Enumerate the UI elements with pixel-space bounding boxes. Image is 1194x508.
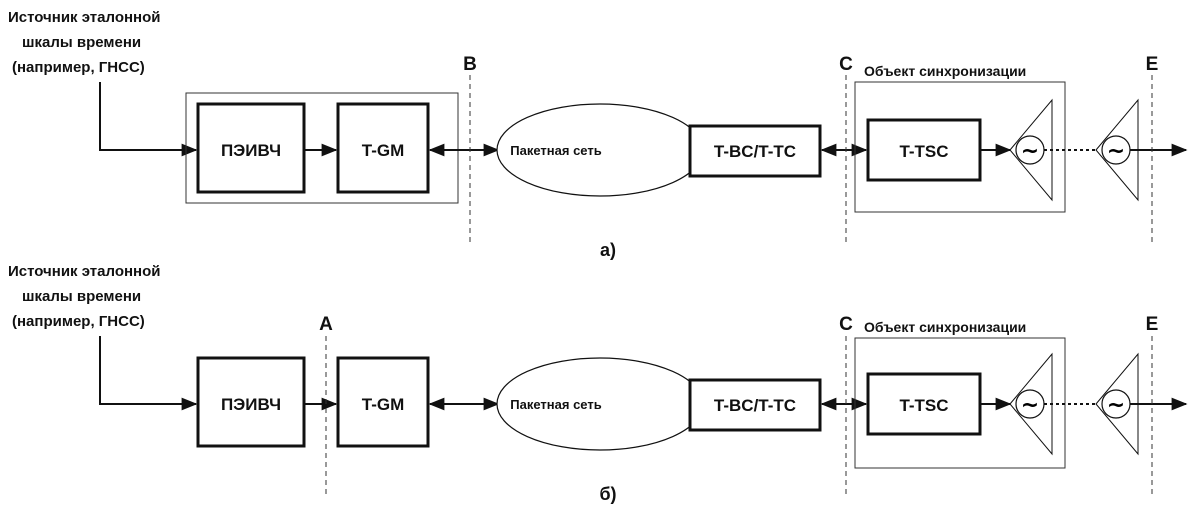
tbc-ttc-box <box>688 378 822 432</box>
clock-symbol-1: ~ <box>1021 393 1039 418</box>
tbc-ttc-label: T-BC/T-TC <box>714 396 796 415</box>
source-label-line-3: (например, ГНСС) <box>12 313 145 330</box>
diagram-b: Источник эталонной шкалы времени (наприм… <box>8 263 1188 504</box>
clock-symbol-2: ~ <box>1107 139 1125 164</box>
caption-a: а) <box>600 240 616 260</box>
clock-symbol-1: ~ <box>1021 139 1039 164</box>
peivch-box <box>196 356 306 448</box>
ttsc-box <box>866 118 982 182</box>
tgm-label: T-GM <box>362 141 405 160</box>
ttsc-label: T-TSC <box>899 142 948 161</box>
source-label-line-1: Источник эталонной <box>8 9 161 26</box>
peivch-label: ПЭИВЧ <box>221 395 281 414</box>
tbc-ttc-label: T-BC/T-TC <box>714 142 796 161</box>
tgm-label: T-GM <box>362 395 405 414</box>
source-label-line-2: шкалы времени <box>22 34 141 51</box>
packet-network-label: Пакетная сеть <box>510 143 601 158</box>
ref-point-a-label: A <box>319 314 333 335</box>
diagram-a: Источник эталонной шкалы времени (наприм… <box>8 9 1188 260</box>
source-arrow <box>99 82 198 157</box>
peivch-box <box>196 102 306 194</box>
sync-object-frame <box>854 81 1066 213</box>
clock-symbol-2: ~ <box>1107 393 1125 418</box>
ref-point-b-label: B <box>463 54 477 75</box>
source-label-line-1: Источник эталонной <box>8 263 161 280</box>
ref-point-c-label: C <box>839 54 853 75</box>
ttsc-box <box>866 372 982 436</box>
packet-network-label: Пакетная сеть <box>510 397 601 412</box>
sync-object-label: Объект синхронизации <box>864 63 1026 79</box>
ref-point-e-label: E <box>1146 314 1159 335</box>
ref-point-e-label: E <box>1146 54 1159 75</box>
peivch-label: ПЭИВЧ <box>221 141 281 160</box>
sync-object-label: Объект синхронизации <box>864 319 1026 335</box>
source-label-line-3: (например, ГНСС) <box>12 59 145 76</box>
ref-point-c-label: C <box>839 314 853 335</box>
tgm-box <box>336 356 430 448</box>
source-arrow <box>99 336 198 411</box>
caption-b: б) <box>599 484 616 504</box>
source-label-line-2: шкалы времени <box>22 288 141 305</box>
tbc-ttc-box <box>688 124 822 178</box>
tgm-box <box>336 102 430 194</box>
ttsc-label: T-TSC <box>899 396 948 415</box>
